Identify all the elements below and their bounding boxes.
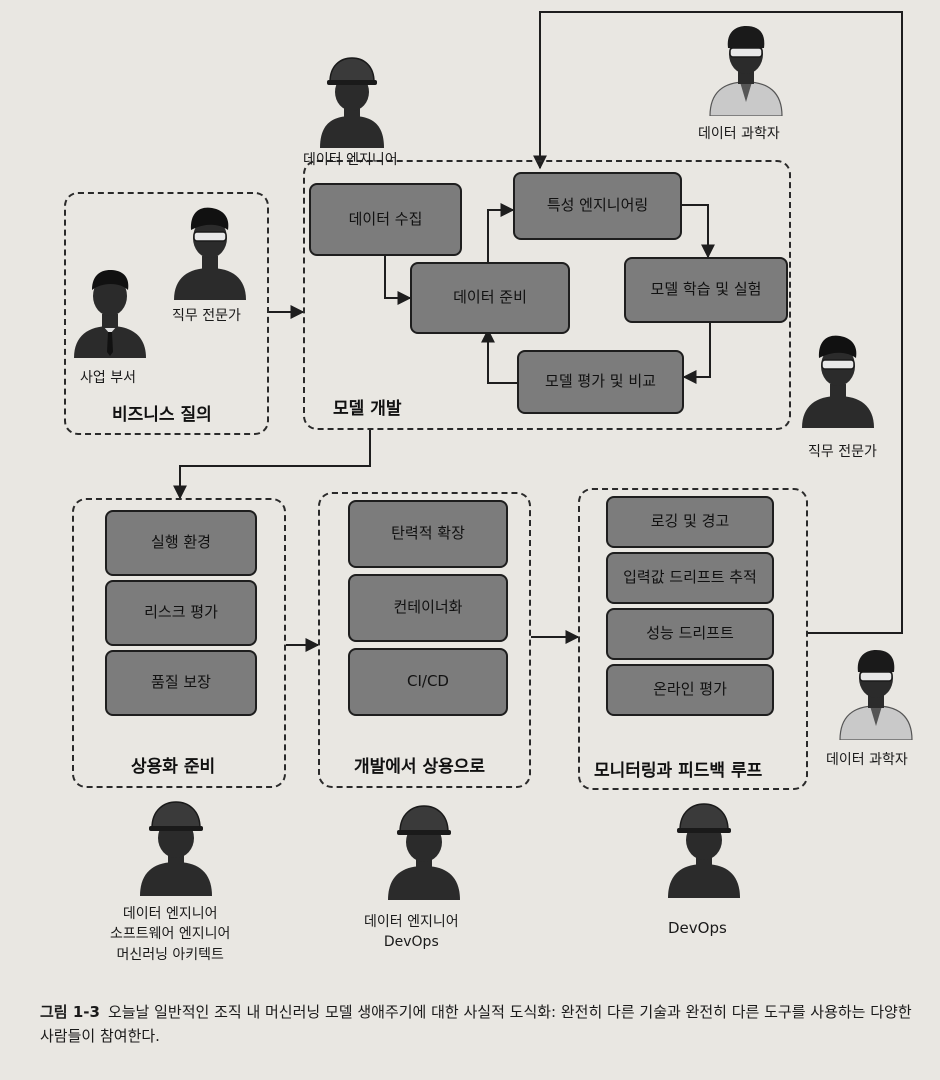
step-model-training: 모델 학습 및 실험: [624, 257, 788, 323]
caption-label: 그림 1-3: [40, 1003, 100, 1021]
group-production-readiness: [72, 498, 286, 788]
step-model-evaluation: 모델 평가 및 비교: [517, 350, 684, 414]
group-dev-to-production: [318, 492, 531, 788]
step-input-drift: 입력값 드리프트 추적: [606, 552, 774, 604]
data-scientist-right-icon: [839, 650, 913, 740]
label-bottom-left-roles: 데이터 엔지니어 소프트웨어 엔지니어 머신러닝 아키텍트: [110, 904, 230, 965]
arrow-train-to-eval: [682, 323, 711, 384]
label-data-scientist-right: 데이터 과학자: [826, 752, 908, 768]
connector-lines: [173, 11, 903, 652]
label-domain-expert-right: 직무 전문가: [808, 444, 877, 460]
label-data-scientist-top: 데이터 과학자: [698, 126, 780, 142]
label-bottom-right-role: DevOps: [668, 919, 727, 937]
step-data-preparation: 데이터 준비: [410, 262, 570, 334]
arrow-feature-to-train: [682, 204, 715, 259]
step-ci-cd: CI/CD: [348, 648, 508, 716]
step-logging-alerts: 로깅 및 경고: [606, 496, 774, 548]
step-data-collection: 데이터 수집: [309, 183, 462, 256]
step-quality-assurance: 품질 보장: [105, 650, 257, 716]
caption-text: 오늘날 일반적인 조직 내 머신러닝 모델 생애주기에 대한 사실적 도식화: …: [40, 1003, 912, 1045]
step-feature-engineering: 특성 엔지니어링: [513, 172, 682, 240]
label-business-inquiry: 비즈니스 질의: [112, 405, 212, 425]
group-model-development: [303, 160, 791, 430]
label-role-line: 데이터 엔지니어: [364, 914, 459, 930]
label-role-line: 데이터 엔지니어: [122, 906, 218, 922]
label-monitoring-feedback: 모니터링과 피드백 루프: [594, 761, 763, 781]
domain-expert-right-icon: [802, 335, 874, 428]
business-dept-icon: [74, 270, 146, 358]
step-risk-assessment: 리스크 평가: [105, 580, 257, 646]
label-data-engineer-top: 데이터 엔지니어: [303, 152, 398, 168]
data-scientist-top-icon: [709, 26, 783, 116]
group-business-inquiry: [64, 192, 269, 435]
step-runtime-environment: 실행 환경: [105, 510, 257, 576]
label-role-line: DevOps: [383, 934, 439, 951]
group-monitoring-feedback: [578, 488, 808, 790]
label-role-line: 소프트웨어 엔지니어: [110, 926, 231, 943]
feedback-loop-arrow: [533, 11, 903, 634]
bottom-left-engineer-icon: [140, 801, 212, 896]
arrow-model-to-readiness: [173, 430, 371, 500]
step-online-evaluation: 온라인 평가: [606, 664, 774, 716]
step-containerization: 컨테이너화: [348, 574, 508, 642]
label-domain-expert-left: 직무 전문가: [172, 308, 241, 324]
step-elastic-scaling: 탄력적 확장: [348, 500, 508, 568]
arrow-prep-to-feature: [487, 203, 515, 262]
step-performance-drift: 성능 드리프트: [606, 608, 774, 660]
label-role-line: 머신러닝 아키텍트: [116, 946, 224, 963]
data-engineer-top-icon: [320, 57, 384, 148]
label-dev-to-production: 개발에서 상용으로: [354, 757, 486, 777]
bottom-right-devops-icon: [668, 803, 740, 898]
label-business-dept: 사업 부서: [80, 370, 136, 386]
bottom-mid-engineer-icon: [388, 805, 460, 900]
label-model-development: 모델 개발: [333, 399, 402, 419]
arrow-eval-to-prep: [481, 328, 517, 384]
label-production-readiness: 상용화 준비: [131, 757, 216, 777]
domain-expert-left-icon: [174, 207, 246, 300]
label-bottom-mid-roles: 데이터 엔지니어 DevOps: [364, 912, 459, 953]
arrow-collect-to-prep: [384, 256, 412, 305]
